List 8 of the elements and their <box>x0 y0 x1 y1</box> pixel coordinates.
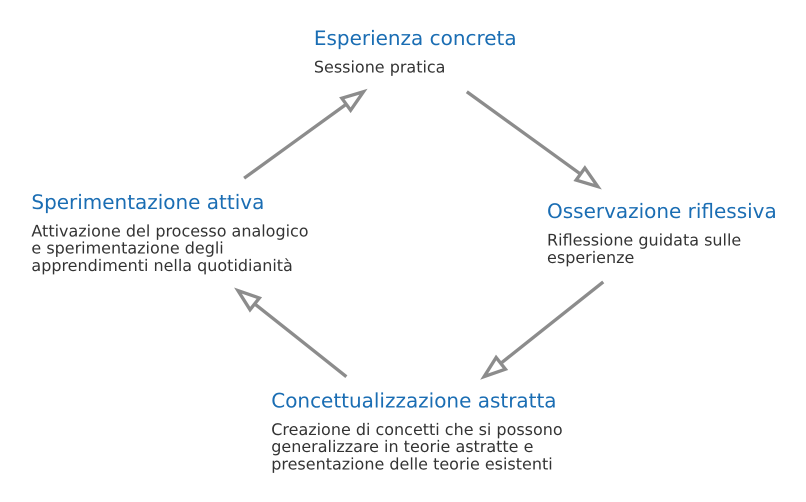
node-text: Esperienza concreta Sessione pratica <box>313 25 516 76</box>
arrow <box>480 280 604 380</box>
arrow <box>242 88 368 180</box>
node-text: Osservazione riflessiva Riflessione guidata sulle esperienze <box>546 198 776 266</box>
node-text: Sperimentazione attiva Attivazione del processo analogico e sperimentazione degli apprendimenti nella quotidianità <box>30 189 308 274</box>
arrow <box>234 286 347 378</box>
node-text: Concettualizzazione astratta Creazione di concetti che si possono generalizzare in teorie astratte e presentazione delle teorie esistenti <box>270 388 562 473</box>
arrow <box>465 90 602 190</box>
